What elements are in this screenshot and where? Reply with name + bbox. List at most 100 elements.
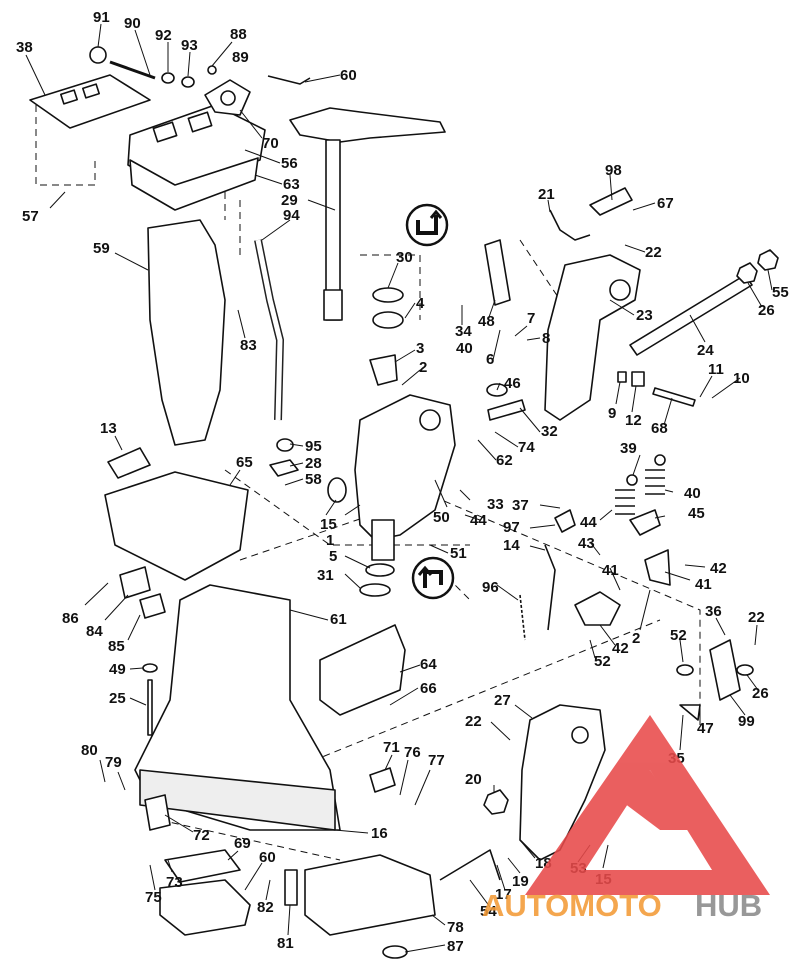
callout-label: 10 [733,370,750,387]
callout-label: 1 [326,532,334,549]
callout-label: 78 [447,919,464,936]
part-cover-65 [104,471,249,581]
callout-label: 32 [541,423,558,440]
callout-label: 40 [684,485,701,502]
callout-label: 62 [496,452,513,469]
callout-label: 38 [16,39,33,56]
callout-label: 19 [512,873,529,890]
part-washer-91 [89,46,107,64]
watermark-text-orange: AUTOMOTO [482,888,662,923]
callout-label: 88 [230,26,247,43]
callout-label: 73 [166,874,183,891]
callout-label: 54 [480,903,497,920]
callout-label: 15 [320,516,337,533]
callout-label: 72 [193,827,210,844]
part-swivel-bracket-1 [354,394,456,541]
callout-label: 22 [645,244,662,261]
part-bracket-48 [484,239,511,306]
callout-label: 69 [234,835,251,852]
callout-label: 93 [181,37,198,54]
callout-label: 6 [486,351,494,368]
callout-label: 17 [495,886,512,903]
callout-label: 5 [329,548,337,565]
callout-label: 11 [708,361,724,378]
callout-label: 28 [305,455,322,472]
callout-label: 87 [447,938,464,955]
callout-label: 64 [420,656,437,673]
callout-label: 79 [105,754,122,771]
callout-label: 98 [605,162,622,179]
callout-label: 22 [465,713,482,730]
callout-label: 24 [697,342,714,359]
callout-label: 47 [697,720,714,737]
callout-label: 76 [404,744,421,761]
leader-lines [25,23,773,953]
callout-label: 13 [100,420,117,437]
callout-label: 82 [257,899,274,916]
callout-label: 41 [602,562,619,579]
callout-label: 46 [504,375,521,392]
callout-label: 55 [772,284,789,301]
callout-label: 39 [620,440,637,457]
callout-label: 96 [482,579,499,596]
callout-label: 95 [305,438,322,455]
callout-label: 42 [612,640,629,657]
callout-label: 92 [155,27,172,44]
parts-artwork [29,46,779,959]
callout-label: 30 [396,249,413,266]
callout-label: 22 [748,609,765,626]
callout-label: 4 [416,295,425,312]
callout-label: 44 [470,512,487,529]
callout-label: 23 [636,307,653,324]
direction-symbol-bottom [411,556,455,600]
callout-label: 33 [487,496,504,513]
callout-label: 40 [456,340,473,357]
callout-label: 34 [455,323,472,340]
callout-label: 49 [109,661,126,678]
watermark-text-gray: HUB [695,888,762,923]
watermark-triangle-icon [525,715,770,895]
part-gasket-38 [29,74,151,129]
callout-label: 31 [317,567,334,584]
callout-label: 75 [145,889,162,906]
callout-labels: 91 90 92 93 88 89 60 38 70 56 63 29 57 9… [16,9,789,955]
callout-label: 99 [738,713,755,730]
callout-label: 27 [494,692,511,709]
direction-symbol-top [405,203,449,247]
callout-label: 86 [62,610,79,627]
callout-label: 59 [93,240,110,257]
callout-label: 48 [478,313,495,330]
callout-label: 36 [705,603,722,620]
callout-label: 52 [670,627,687,644]
callout-label: 89 [232,49,249,66]
callout-label: 20 [465,771,482,788]
callout-label: 81 [277,935,294,952]
callout-label: 91 [93,9,110,26]
callout-label: 57 [22,208,39,225]
callout-label: 25 [109,690,126,707]
part-cap-78 [304,854,436,936]
callout-label: 94 [283,207,300,224]
callout-label: 43 [578,535,595,552]
callout-label: 2 [632,630,640,647]
part-washer-93 [181,76,195,88]
part-nut-55 [757,249,779,271]
callout-label: 65 [236,454,253,471]
part-seal-69 [164,849,241,883]
part-stern-bracket-23 [544,254,641,421]
callout-label: 90 [124,15,141,32]
callout-label: 85 [108,638,125,655]
callout-label: 14 [503,537,520,554]
callout-label: 9 [608,405,616,422]
callout-label: 70 [262,135,279,152]
callout-label: 8 [542,330,550,347]
callout-label: 21 [538,186,555,203]
callout-label: 29 [281,192,298,209]
callout-label: 26 [758,302,775,319]
part-tilt-tube-24 [629,274,753,356]
part-steering-arm-29 [289,107,446,143]
callout-label: 45 [688,505,705,522]
callout-label: 68 [651,420,668,437]
callout-label: 51 [450,545,467,562]
callout-label: 12 [625,412,642,429]
